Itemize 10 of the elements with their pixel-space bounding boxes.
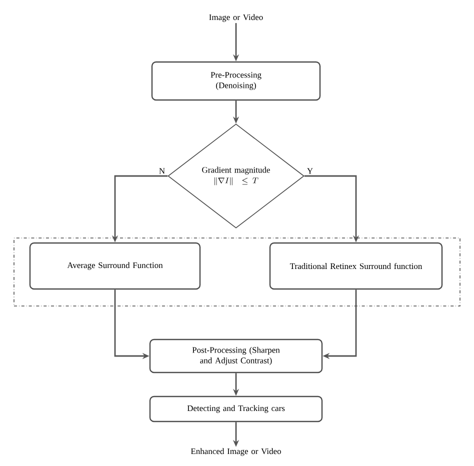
process-box: Traditional Retinex Surround function xyxy=(269,242,443,290)
process-box: Post-Processing (Sharpen and Adjust Contrast) xyxy=(149,338,323,374)
output-label: Enhanced Image or Video xyxy=(190,448,281,456)
edge-label: N xyxy=(158,168,166,174)
group-frame xyxy=(14,238,460,306)
edge-label: Y xyxy=(306,168,314,174)
process-box: Average Surround Function xyxy=(29,242,201,290)
input-label: Image or Video xyxy=(209,14,263,22)
process-box: Pre-Processing (Denoising) xyxy=(151,61,321,101)
process-box: Detecting and Tracking cars xyxy=(149,396,323,422)
